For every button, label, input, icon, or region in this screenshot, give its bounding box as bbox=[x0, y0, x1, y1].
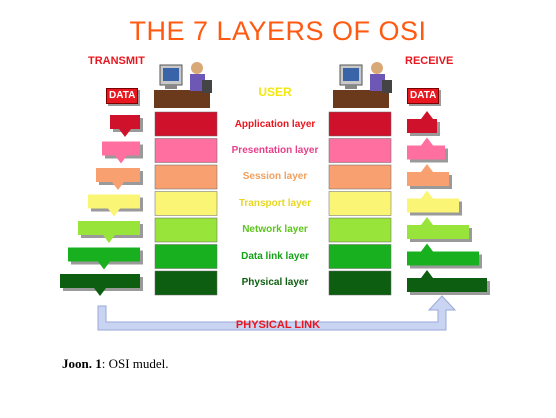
diagram-title: THE 7 LAYERS OF OSI bbox=[129, 16, 427, 46]
layer-block-left bbox=[154, 217, 218, 243]
layer-label-presentation: Presentation layer bbox=[231, 145, 319, 156]
up-arrow-icon bbox=[421, 137, 433, 146]
transmit-arrows bbox=[60, 115, 143, 296]
up-arrow-icon bbox=[421, 217, 433, 225]
layer-block-left bbox=[154, 138, 218, 163]
layer-block-left bbox=[154, 164, 218, 190]
transmit-arrow-bar bbox=[60, 274, 140, 288]
layer-block-right bbox=[328, 138, 392, 163]
up-arrow-icon bbox=[421, 243, 433, 252]
layer-block-right bbox=[328, 217, 392, 243]
receive-label: RECEIVE bbox=[405, 55, 454, 67]
transmit-arrow-bar bbox=[102, 141, 140, 156]
user-label: USER bbox=[258, 85, 292, 99]
receive-arrow-bar bbox=[407, 198, 459, 213]
up-arrow-icon bbox=[421, 164, 433, 172]
layer-stack-right bbox=[328, 111, 392, 296]
caption-text: : OSI mudel. bbox=[101, 356, 169, 371]
transmit-label: TRANSMIT bbox=[88, 55, 145, 67]
up-arrow-icon bbox=[421, 111, 433, 119]
data-badge-left: DATA bbox=[106, 88, 139, 104]
transmit-arrow-bar bbox=[68, 247, 140, 262]
layer-label-session: Session layer bbox=[242, 171, 308, 182]
layer-block-right bbox=[328, 244, 392, 269]
layer-block-left bbox=[154, 244, 218, 269]
receive-arrow-bar bbox=[407, 145, 445, 160]
caption-label: Joon. 1 bbox=[62, 356, 102, 371]
receive-arrow-bar bbox=[407, 251, 479, 266]
layer-block-right bbox=[328, 111, 392, 137]
down-arrow-icon bbox=[119, 129, 131, 137]
figure-caption: Joon. 1: OSI mudel. bbox=[62, 356, 169, 372]
up-arrow-icon bbox=[421, 190, 433, 199]
receive-arrow-bar bbox=[407, 172, 449, 186]
physical-link-arrow bbox=[97, 295, 457, 331]
layer-label-data-link: Data link layer bbox=[241, 251, 309, 262]
layer-block-right bbox=[328, 270, 392, 296]
layer-block-left bbox=[154, 191, 218, 216]
layer-stack-left bbox=[154, 111, 218, 296]
data-badge-right: DATA bbox=[407, 88, 440, 104]
down-arrow-icon bbox=[103, 235, 115, 243]
transmit-arrow-bar bbox=[78, 221, 140, 235]
computer-user-icon-right bbox=[333, 62, 392, 108]
layer-label-transport: Transport layer bbox=[238, 198, 312, 209]
layer-block-right bbox=[328, 191, 392, 216]
layer-label-physical: Physical layer bbox=[241, 277, 309, 288]
layer-block-left bbox=[154, 270, 218, 296]
layer-label-application: Application layer bbox=[234, 119, 316, 130]
layer-block-left bbox=[154, 111, 218, 137]
transmit-arrow-bar bbox=[96, 168, 140, 182]
down-arrow-icon bbox=[108, 208, 120, 217]
layer-label-network: Network layer bbox=[242, 224, 308, 235]
down-arrow-icon bbox=[98, 261, 110, 270]
receive-arrow-bar bbox=[407, 119, 437, 133]
layer-block-right bbox=[328, 164, 392, 190]
receive-arrow-bar bbox=[407, 278, 487, 292]
physical-link-label: PHYSICAL LINK bbox=[235, 319, 321, 331]
down-arrow-icon bbox=[115, 155, 127, 164]
receive-arrows bbox=[407, 111, 490, 295]
down-arrow-icon bbox=[94, 288, 106, 296]
transmit-arrow-bar bbox=[88, 194, 140, 209]
up-arrow-icon bbox=[421, 270, 433, 278]
computer-user-icon-left bbox=[154, 62, 212, 108]
receive-arrow-bar bbox=[407, 225, 469, 239]
down-arrow-icon bbox=[112, 182, 124, 190]
transmit-arrow-bar bbox=[110, 115, 140, 129]
